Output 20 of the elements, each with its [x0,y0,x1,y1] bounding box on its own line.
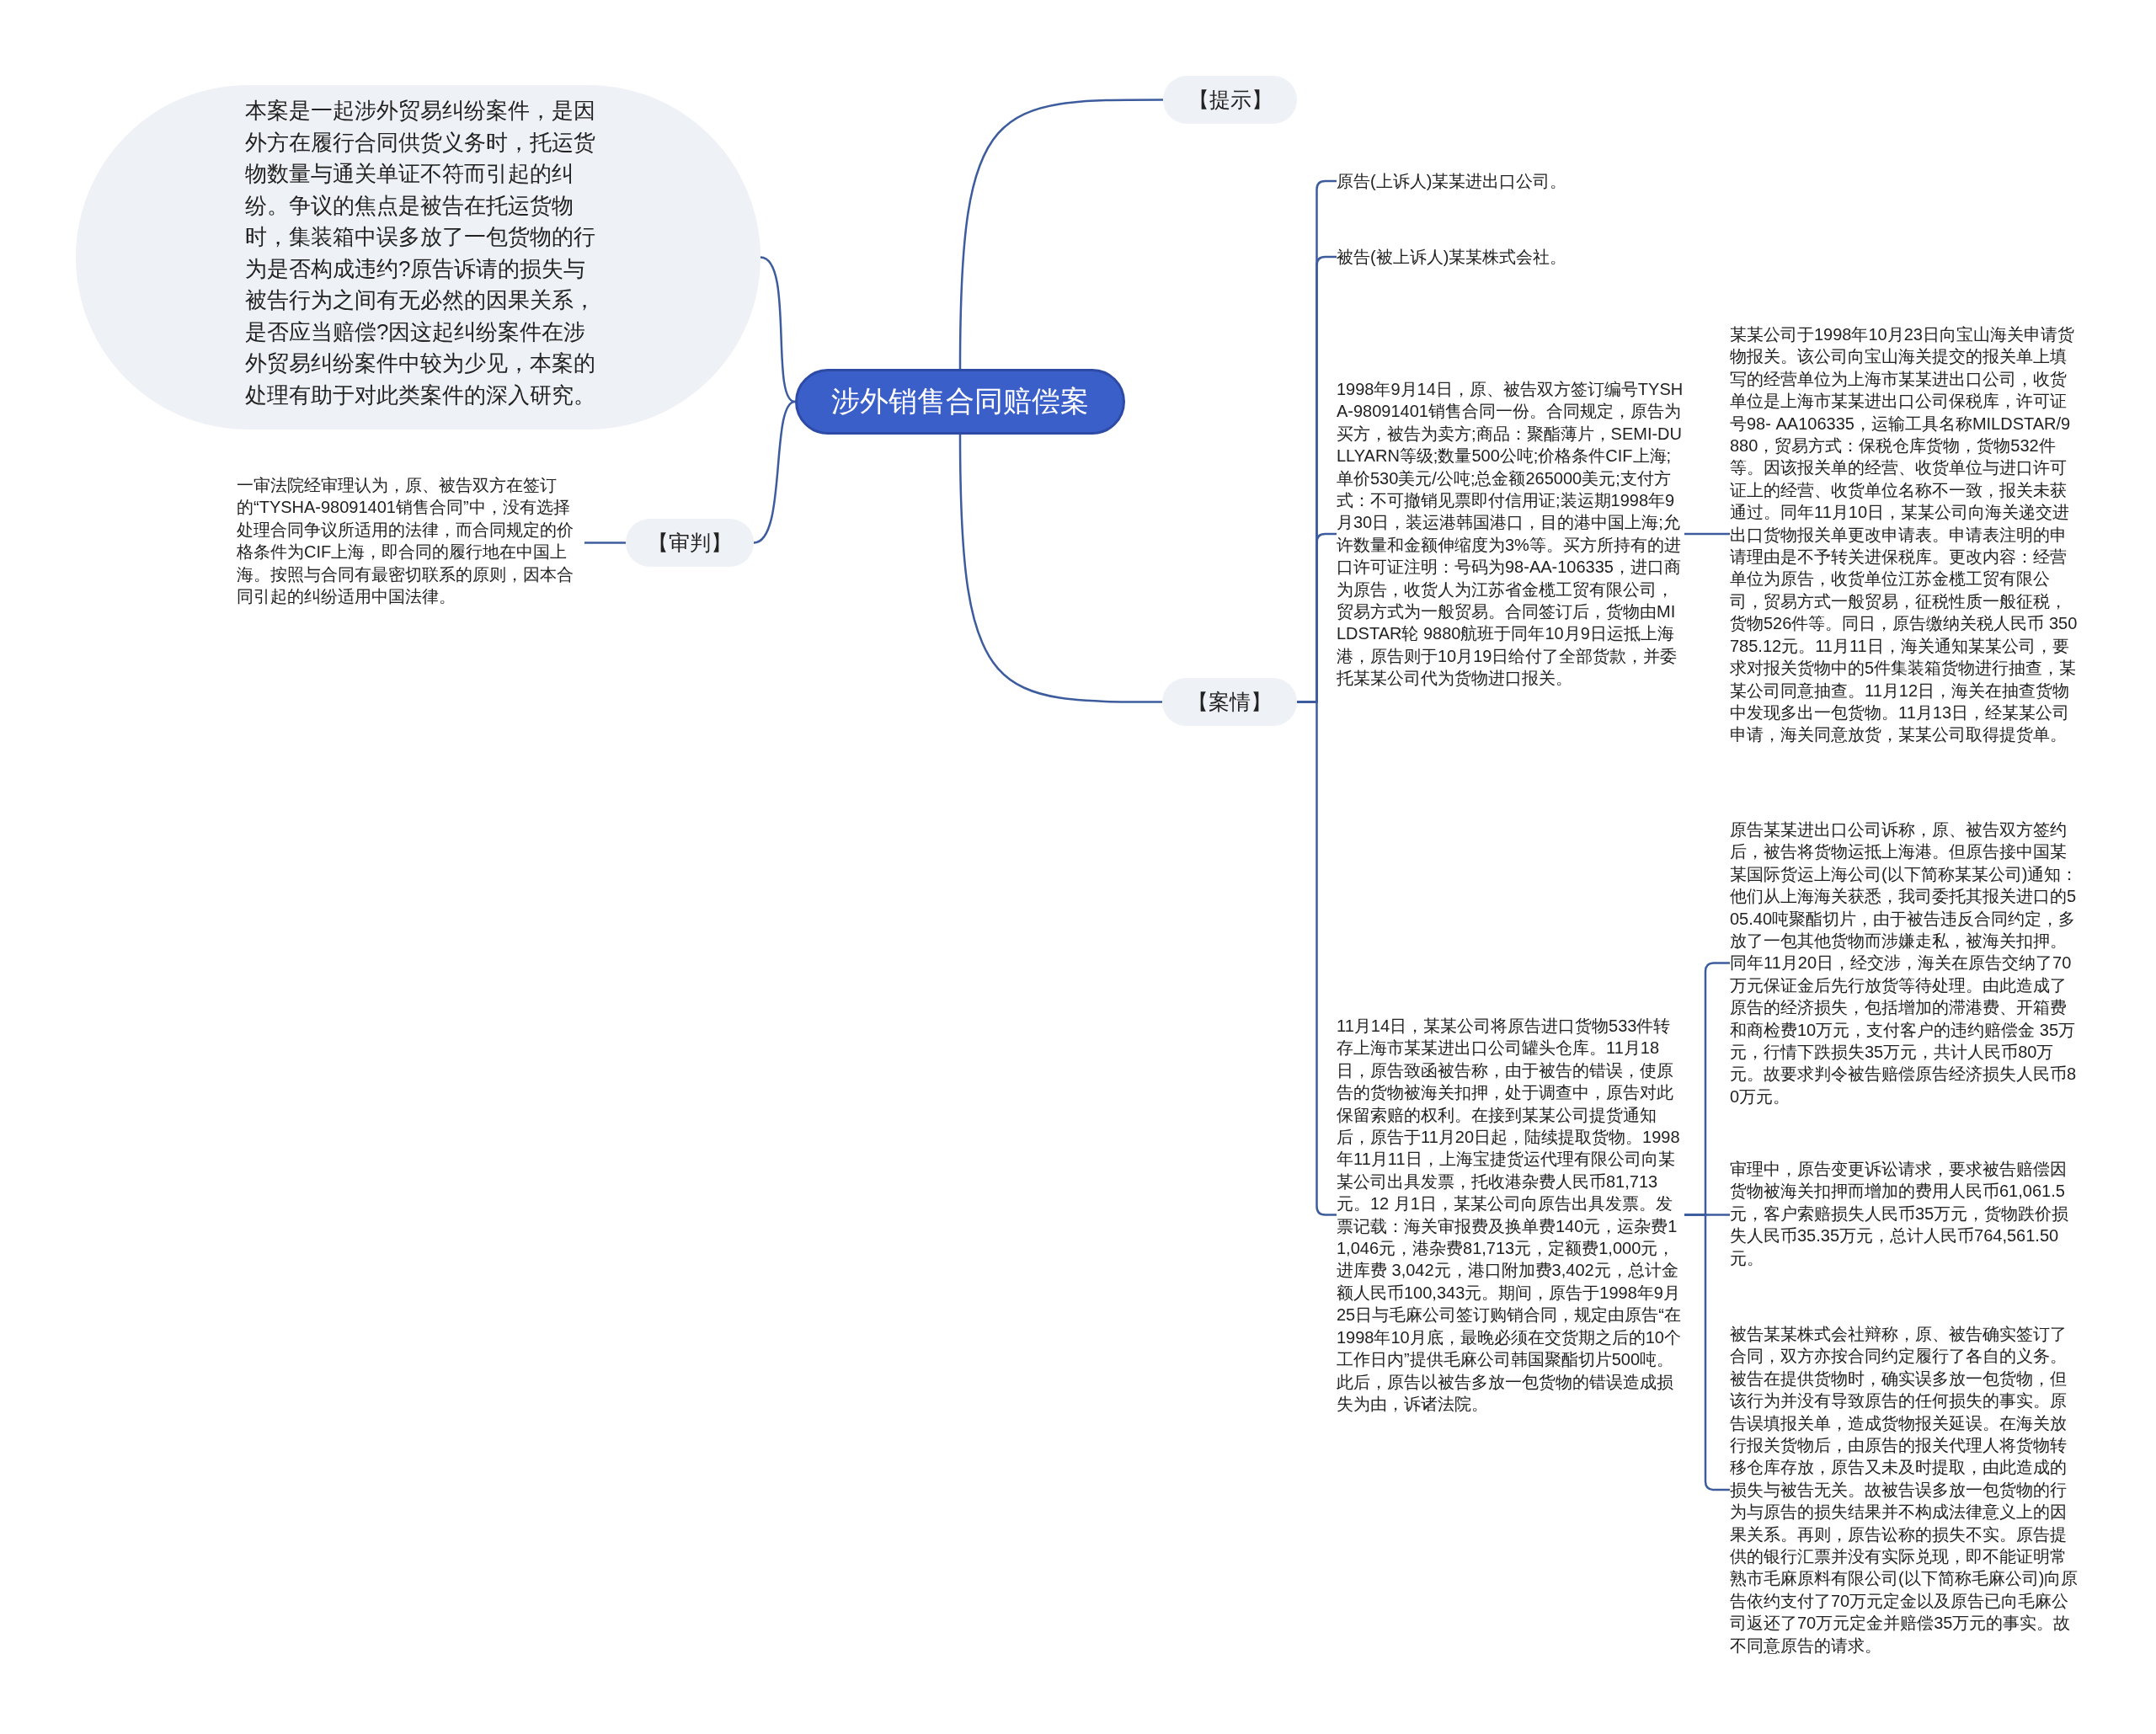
topic-pill: 【审判】 [626,519,754,567]
connector-line [753,400,796,544]
connector-line [1684,532,1730,536]
note-text: 1998年9月14日，原、被告双方签订编号TYSHA-98091401销售合同一份。合同规定，原告为买方，被告为卖方;商品：聚酯薄片，SEMI-DULLYARN等级;数量500公吨;价格条件CIF上海;单价530美元/公吨;总金额265000美元;支付方式：不可撤销见票即付信用证;装运期1998年9月30日，装运港韩国港口，目的港中国上海;允许数量和金额伸缩度为3%等。买方所持有的进口许可证注明：号码为98-AA-106335，进口商为原告，收货人为江苏省金榄工贸有限公司，贸易方式为一般贸易。合同签订后，货物由MILDSTAR轮 9880航班于同年10月9日运抵上海港，原告则于10月19日给付了全部货款，并委托某某公司代为货物进口报关。 [1337,378,1684,690]
connector-line [760,256,796,403]
note-text: 11月14日，某某公司将原告进口货物533件转存上海市某某进出口公司罐头仓库。11月18日，原告致函被告称，由于被告的错误，使原告的货物被海关扣押，处于调查中，原告对此保留索赔的权利。在接到某某公司提货通知后，原告于11月20日起，陆续提取货物。1998年11月11日，上海宝捷货运代理有限公司向某某公司出具发票，托收港杂费人民币81,713元。12 月1日，某某公司向原告出具发票。发票记载：海关审报费及换单费140元，运杂费11,046元，港杂费81,713元，定额费1,000元，进库费 3,042元，港口附加费3,402元，总计金额人民币100,343元。期间，原告于1998年9月25日与毛麻公司签订购销合同，规定由原告“在 1998年10月底，最晚必须在交货期之后的10个工作日内”提供毛麻公司韩国聚酯切片500吨。此后，原告以被告多放一包货物的错误造成损失为由，诉诸法院。 [1337,1015,1684,1416]
note-text: 一审法院经审理认为，原、被告双方在签订的“TYSHA-98091401销售合同”中，没有选择处理合同争议所适用的法律，而合同规定的价格条件为CIF上海，即合同的履行地在中国上海。按照与合同有最密切联系的原则，因本合同引起的纠纷适用中国法律。 [237,474,584,608]
note-text: 原告某某进出口公司诉称，原、被告双方签约后，被告将货物运抵上海港。但原告接中国某某国际货运上海公司(以下简称某某公司)通知：他们从上海海关获悉，我司委托其报关进口的505.40吨聚酯切片，由于被告违反合同约定，多放了一包其他货物而涉嫌走私，被海关扣押。同年11月20日，经交涉，海关在原告交纳了70万元保证金后先行放货等待处理。由此造成了原告的经济损失，包括增加的滞港费、开箱费和商检费10万元，支付客户的违约赔偿金 35万元，行情下跌损失35万元，共计人民币80万元。故要求判令被告赔偿原告经济损失人民币80万元。 [1730,819,2079,1108]
connector-line [584,542,626,544]
connector-line [958,99,1163,369]
note-text: 被告某某株式会社辩称，原、被告确实签订了合同，双方亦按合同约定履行了各自的义务。被告在提供货物时，确实误多放一包货物，但该行为并没有导致原告的任何损失的事实。原告误填报关单，造成货物报关延误。在海关放行报关货物后，由原告的报关代理人将货物转移仓库存放，原告又未及时提取，由此造成的损失与被告无关。故被告误多放一包货物的行为与原告的损失结果并不构成法律意义上的因果关系。再则，原告讼称的损失不实。原告提供的银行汇票并没有实际兑现，即不能证明常熟市毛麻原料有限公司(以下简称毛麻公司)向原告依约支付了70万元定金以及原告已向毛麻公司返还了70万元定金并赔偿35万元的事实。故不同意原告的请求。 [1730,1323,2079,1657]
note-text: 某某公司于1998年10月23日向宝山海关申请货物报关。该公司向宝山海关提交的报关单上填写的经营单位为上海市某某进出口公司，收货单位是上海市某某进出口公司保税库，许可证号98- AA106335，运输工具名称MILDSTAR/9880，贸易方式：保税仓库货物，货物532件等。因该报关单的经营、收货单位与进口许可证上的经营、收货单位名称不一致，报关未获通过。同年11月10日，某某公司向海关递交进出口货物报关单更改申请表。申请表注明的申请理由是不予转关进保税库。更改内容：经营单位为原告，收货单位江苏金榄工贸有限公司，贸易方式一般贸易，征税性质一般征税，货物526件等。同日，原告缴纳关税人民币 350785.12元。11月11日，海关通知某某公司，要求对报关货物中的5件集装箱货物进行抽查，某某公司同意抽查。11月12日，海关在抽查货物中发现多出一包货物。11月13日，经某某公司申请，海关同意放货，某某公司取得提货单。 [1730,323,2079,746]
central-topic: 涉外销售合同赔偿案 [795,369,1125,435]
connector-line [958,435,1162,703]
note-text: 被告(被上诉人)某某株式会社。 [1337,246,1690,269]
topic-pill: 【案情】 [1162,678,1297,726]
note-text: 审理中，原告变更诉讼请求，要求被告赔偿因货物被海关扣押而增加的费用人民币61,061.5元，客户索赔损失人民币35万元，货物跌价损失人民币35.35万元，总计人民币764,561.50元。 [1730,1158,2079,1270]
note-text: 原告(上诉人)某某进出口公司。 [1337,170,1690,193]
topic-pill: 【提示】 [1163,76,1297,124]
summary-bubble: 本案是一起涉外贸易纠纷案件，是因外方在履行合同供货义务时，托运货物数量与通关单证不符而引起的纠纷。争议的焦点是被告在托运货物时，集装箱中误多放了一包货物的行为是否构成违约?原告诉请的损失与被告行为之间有无必然的因果关系，是否应当赔偿?因这起纠纷案件在涉外贸易纠纷案件中较为少见，本案的处理有助于对此类案件的深入研究。 [76,85,760,429]
